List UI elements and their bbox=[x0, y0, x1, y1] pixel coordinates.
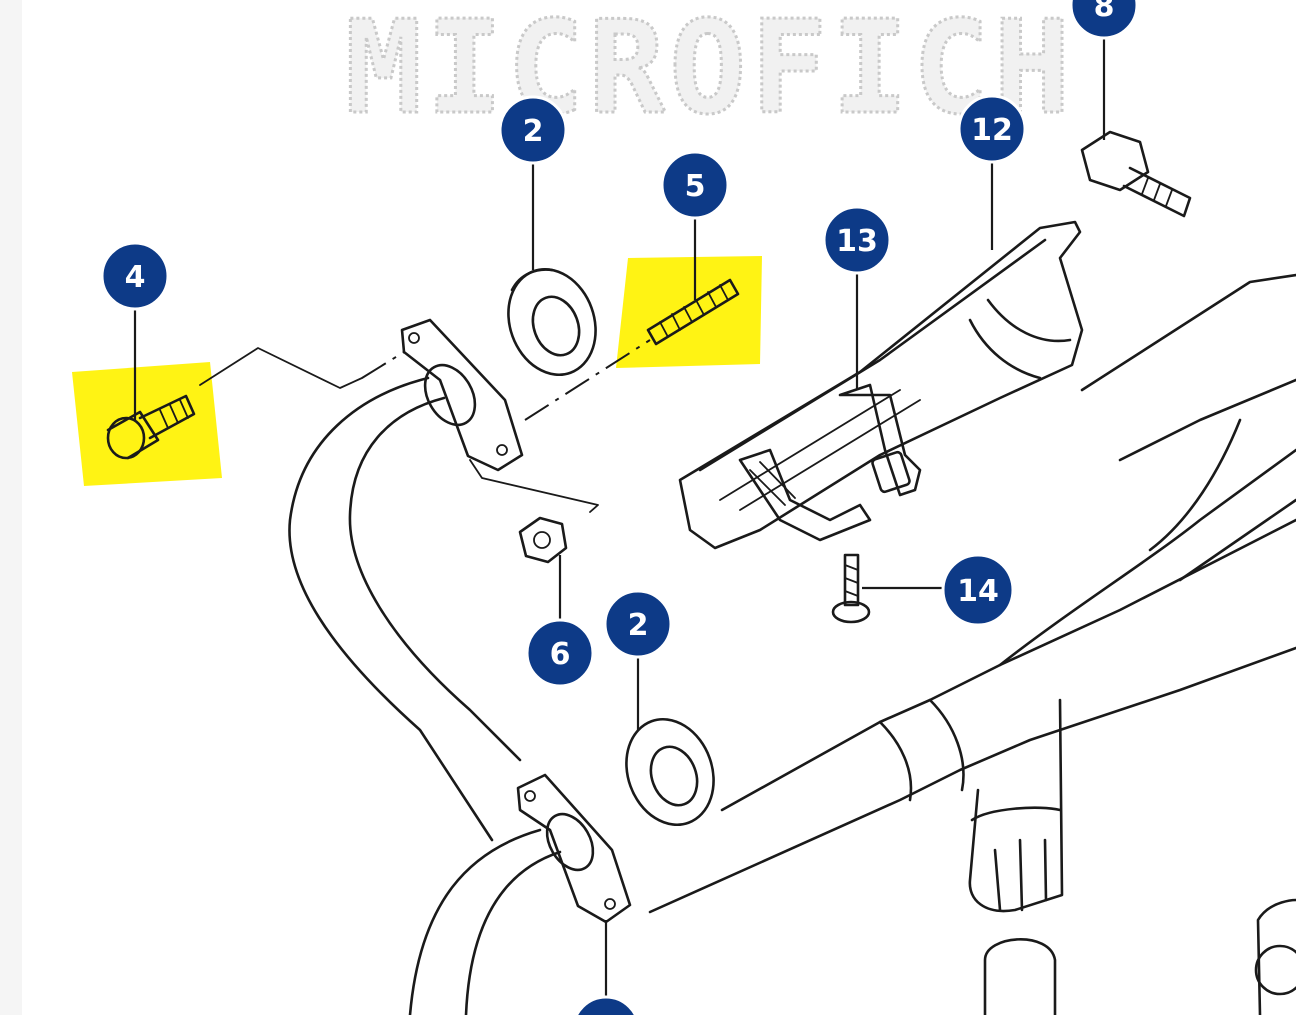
callout-label: 5 bbox=[685, 169, 706, 204]
callout-label: 13 bbox=[836, 224, 878, 259]
callout-label: 8 bbox=[1094, 0, 1115, 24]
screw-part-14 bbox=[831, 553, 871, 624]
callout-14[interactable]: 14 bbox=[941, 553, 1015, 627]
exhaust-main-pipe bbox=[648, 273, 1296, 914]
bolt-part-8 bbox=[1080, 130, 1192, 218]
callout-label: 4 bbox=[125, 260, 146, 295]
connector-dash-5 bbox=[524, 339, 651, 421]
callout-2-upper[interactable]: 2 bbox=[498, 95, 568, 165]
callout-bottom[interactable] bbox=[573, 995, 639, 1015]
callout-label: 14 bbox=[957, 574, 999, 609]
callout-5[interactable]: 5 bbox=[660, 150, 730, 220]
callout-label: 2 bbox=[523, 114, 544, 149]
callout-label: 2 bbox=[628, 608, 649, 643]
nut-part-6 bbox=[518, 516, 568, 564]
heat-shield bbox=[678, 220, 1084, 550]
exhaust-front-pipe-2 bbox=[408, 773, 632, 1015]
callout-label: 6 bbox=[550, 637, 571, 672]
exhaust-front-pipe-1 bbox=[288, 318, 524, 842]
callout-13[interactable]: 13 bbox=[822, 205, 892, 275]
gasket-lower bbox=[625, 717, 715, 827]
connector-line-6 bbox=[469, 459, 599, 513]
callout-6[interactable]: 6 bbox=[525, 618, 595, 688]
callout-label: 12 bbox=[971, 113, 1013, 148]
highlight-part-5 bbox=[616, 256, 762, 368]
bracket bbox=[738, 383, 922, 542]
page-edge bbox=[0, 0, 22, 1015]
connector-dash-4 bbox=[361, 351, 405, 379]
callout-2-lower[interactable]: 2 bbox=[603, 589, 673, 659]
callout-8[interactable]: 8 bbox=[1069, 0, 1139, 40]
stud-part-5 bbox=[646, 278, 740, 346]
connector-line-4 bbox=[199, 347, 363, 389]
exhaust-vertical-pipe bbox=[968, 698, 1296, 1015]
bolt-part-4 bbox=[106, 394, 196, 460]
gasket-upper bbox=[507, 267, 597, 377]
callout-4[interactable]: 4 bbox=[100, 241, 170, 311]
watermark-text: MICROFICH bbox=[345, 0, 1075, 143]
callout-12[interactable]: 12 bbox=[957, 94, 1027, 164]
